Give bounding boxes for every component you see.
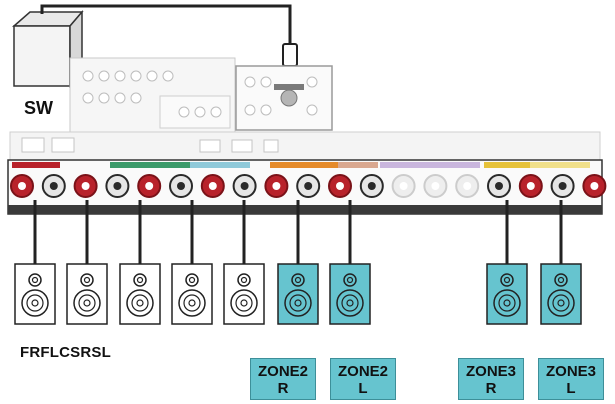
speaker-terminal [296, 174, 321, 198]
speaker-terminal [10, 174, 34, 198]
subwoofer-label: SW [24, 98, 53, 118]
speaker-terminal [41, 174, 66, 198]
speaker-terminal [169, 174, 193, 198]
speaker-terminal [550, 174, 575, 198]
speaker-terminal [137, 174, 162, 198]
speaker-terminal [518, 174, 543, 198]
front-speaker [66, 263, 108, 325]
subwoofer-cable [40, 4, 292, 44]
zone3-r-channel: R [485, 380, 497, 397]
speaker-terminal [359, 174, 384, 198]
front-speaker [223, 263, 265, 325]
speaker-terminal [582, 174, 607, 198]
speaker-terminal [423, 174, 448, 198]
speaker-terminal [73, 174, 98, 198]
front-speaker [171, 263, 213, 325]
speaker-terminal [264, 174, 289, 198]
zone3-r-box: ZONE3 R [458, 358, 524, 400]
zone2-r-channel: R [277, 380, 289, 397]
front-speakers-label: FRFLCSRSL [20, 344, 111, 361]
zone3-r-zone: ZONE3 [465, 363, 516, 380]
zone3-l-channel: L [566, 380, 576, 397]
zone2-l-box: ZONE2 L [330, 358, 396, 400]
speaker-terminal [487, 174, 511, 198]
zone2-r-zone: ZONE2 [257, 363, 308, 380]
zone3-l-zone: ZONE3 [545, 363, 596, 380]
zone-speaker [277, 263, 319, 325]
zone-speaker [540, 263, 582, 325]
zone-speaker [329, 263, 371, 325]
zone2-l-channel: L [358, 380, 368, 397]
zone2-r-box: ZONE2 R [250, 358, 316, 400]
zone2-l-zone: ZONE2 [337, 363, 388, 380]
speaker-terminal [232, 174, 257, 198]
receiver-rear-panel [9, 57, 601, 161]
speaker-terminal [328, 174, 352, 198]
front-speaker [14, 263, 56, 325]
front-speaker [119, 263, 161, 325]
subwoofer-plug [282, 43, 298, 67]
speaker-terminal [455, 174, 480, 198]
zone-speaker [486, 263, 528, 325]
speaker-terminal [105, 174, 130, 198]
speaker-terminal [391, 174, 416, 198]
speaker-terminal [200, 174, 225, 198]
zone3-l-box: ZONE3 L [538, 358, 604, 400]
